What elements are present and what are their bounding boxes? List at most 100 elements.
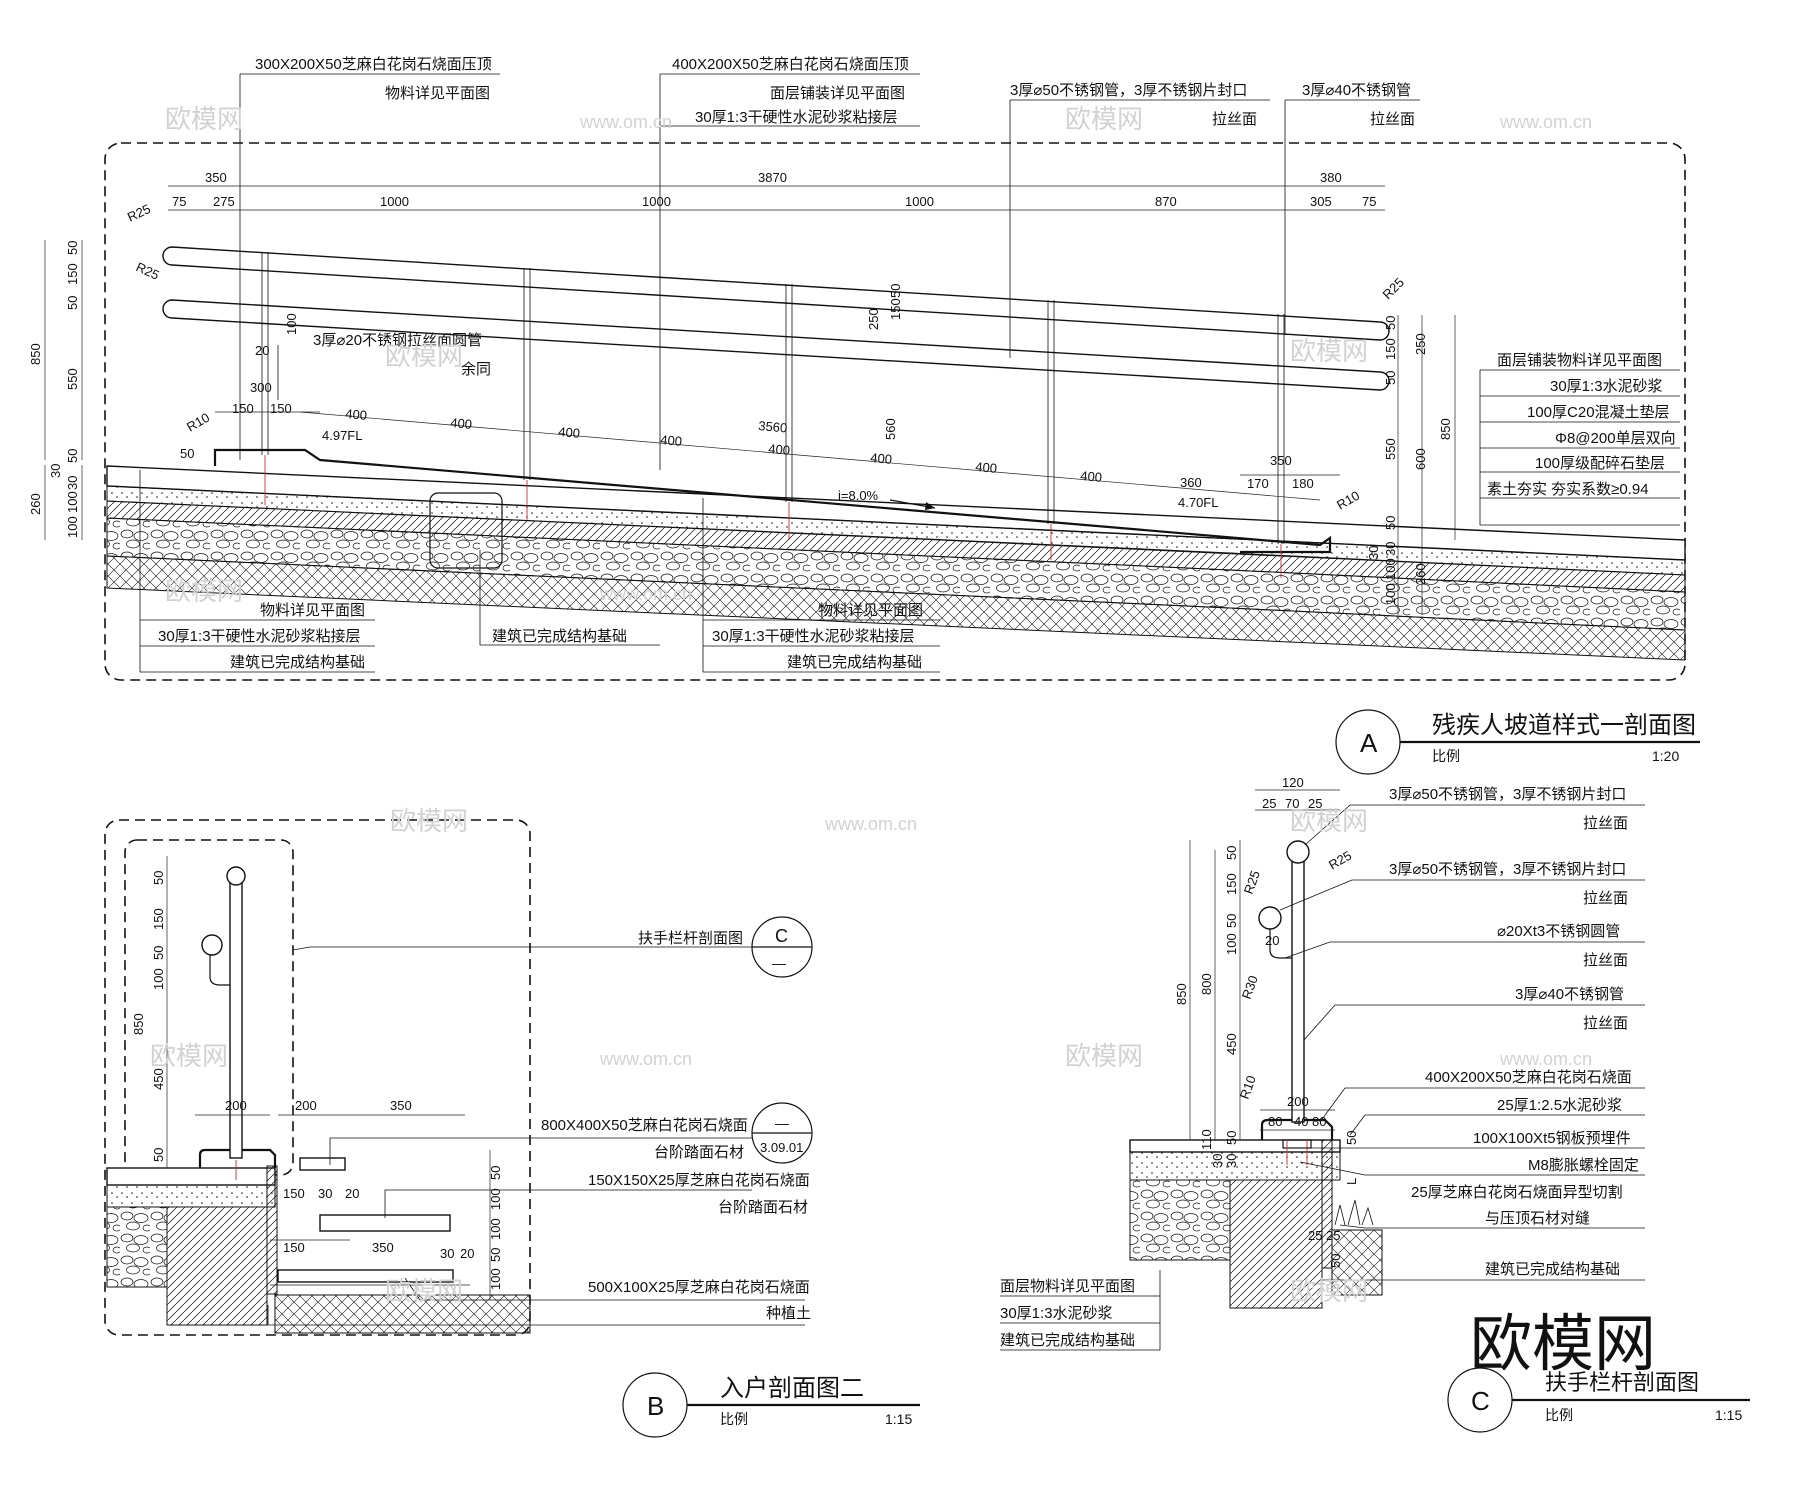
wm-2: 欧模网: [1065, 104, 1143, 134]
title-b-scale: 1:15: [885, 1411, 912, 1427]
c-dim-50a: 50: [1224, 846, 1239, 860]
soil-layer: [106, 555, 1686, 661]
b-lower-rail: [201, 934, 223, 956]
c-note-6: 25厚1:2.5水泥砂浆: [1497, 1096, 1622, 1114]
c-note-7: 100X100Xt5钢板预埋件: [1473, 1129, 1631, 1147]
c-dim-L: L: [1344, 1178, 1359, 1185]
wm-10: 欧模网: [385, 1276, 463, 1306]
wm-url-1: www.om.cn: [579, 112, 672, 132]
b-dim-150: 150: [151, 908, 166, 930]
c-mortar: [1129, 1151, 1341, 1181]
callout-3-line1: 3厚⌀50不锈钢管，3厚不锈钢片封口: [1010, 82, 1247, 99]
dim-sub-7: 305: [1310, 194, 1332, 209]
dim-small-360: 360: [1180, 475, 1202, 490]
b-rail-bracket: [209, 955, 230, 986]
section-a: 300X200X50芝麻白花岗石烧面压顶 物料详见平面图 400X200X50芝…: [28, 56, 1700, 775]
b-dim-30b: 30: [440, 1246, 454, 1261]
wm-6: 欧模网: [390, 806, 468, 836]
c-dim-20: 20: [1265, 933, 1279, 948]
wm-url-2: www.om.cn: [1499, 112, 1592, 132]
b-mortar: [106, 1184, 276, 1208]
c-post: [1291, 851, 1305, 1123]
b-step-3: [277, 1269, 454, 1283]
dim-sub-4: 1000: [642, 194, 671, 209]
slope-dim-7: 400: [975, 459, 998, 476]
bottom-right-note-1: 物料详见平面图: [818, 602, 923, 619]
c-note-2-line2: 拉丝面: [1583, 890, 1628, 907]
dim-sub-8: 75: [1362, 194, 1376, 209]
dim-right-100a: 100: [1383, 558, 1398, 580]
callout-1-line1: 300X200X50芝麻白花岗石烧面压顶: [255, 56, 492, 73]
title-a-scale: 1:20: [1652, 748, 1679, 764]
c-structure: [1229, 1179, 1323, 1309]
section-c: 120 25 70 25 50 150 50 100 850 800 450 1…: [1000, 775, 1750, 1433]
c-note-4-line2: 拉丝面: [1583, 1015, 1628, 1032]
dim-right-260: 260: [1413, 563, 1428, 585]
dim-left-550: 550: [65, 368, 80, 390]
dim-top-350: 350: [205, 170, 227, 185]
c-dim-25b: 25: [1308, 796, 1322, 811]
radius-r10-1: R10: [184, 410, 212, 435]
slope-dim-8: 400: [1080, 468, 1103, 485]
b-note-1-line2: 台阶踏面石材: [654, 1144, 744, 1161]
bottom-right-note-2: 30厚1:3干硬性水泥砂浆粘接层: [712, 627, 915, 645]
b-gravel: [106, 1206, 168, 1288]
c-dim-25d: 25: [1326, 1228, 1340, 1243]
b-ref-c-label: 扶手栏杆剖面图: [638, 930, 743, 947]
b-dim-50b: 50: [151, 946, 166, 960]
level-top: 4.97FL: [322, 428, 362, 443]
slope-label: i=8.0%: [838, 488, 879, 503]
callout-4-line1: 3厚⌀40不锈钢管: [1302, 82, 1411, 99]
wm-5: 欧模网: [165, 576, 243, 606]
wm-3: 欧模网: [385, 341, 463, 371]
handrail-posts: [261, 252, 1285, 578]
c-dim-200: 200: [1287, 1094, 1309, 1109]
c-dim-80a: 80: [1268, 1114, 1282, 1129]
right-note-1: 面层铺装物料详见平面图: [1497, 352, 1662, 369]
c-dim-25a: 25: [1262, 796, 1276, 811]
dim-left-50a: 50: [65, 241, 80, 255]
title-b-scale-label: 比例: [720, 1411, 748, 1427]
b-step-1: [299, 1157, 346, 1171]
callout-2-line2: 面层铺装详见平面图: [770, 85, 905, 102]
dim-mid-560: 560: [883, 418, 898, 440]
b-dim-r100b: 100: [488, 1218, 503, 1240]
callout-1-line2: 物料详见平面图: [385, 85, 490, 102]
c-dim-450: 450: [1224, 1033, 1239, 1055]
dim-small-170: 170: [1247, 476, 1269, 491]
slope-dim-total: 3560: [758, 418, 788, 435]
c-note-4-line1: 3厚⌀40不锈钢管: [1515, 986, 1624, 1003]
c-dim-800: 800: [1199, 973, 1214, 995]
c-dim-120: 120: [1282, 775, 1304, 790]
b-dim-50c: 50: [151, 1148, 166, 1162]
b-dim-200b: 200: [295, 1098, 317, 1113]
dim-left-260: 260: [28, 493, 43, 515]
c-note-3-line1: ⌀20Xt3不锈钢圆管: [1497, 923, 1620, 940]
right-note-5: 100厚级配碎石垫层: [1535, 455, 1665, 472]
wm-4: 欧模网: [1290, 336, 1368, 366]
dim-right-30b: 30: [1366, 546, 1381, 560]
b-dim-r50a: 50: [488, 1166, 503, 1180]
c-note-8: M8膨胀螺栓固定: [1528, 1157, 1639, 1174]
c-gravel: [1129, 1179, 1231, 1261]
c-dim-30a: 30: [1210, 1154, 1225, 1168]
wm-url-6: www.om.cn: [1499, 1049, 1592, 1069]
wm-8: 欧模网: [150, 1041, 228, 1071]
slope-dim-4: 400: [660, 432, 683, 449]
c-wall: [1321, 1139, 1333, 1269]
wm-7: 欧模网: [1290, 806, 1368, 836]
dim-right-250: 250: [1413, 333, 1428, 355]
title-a-scale-label: 比例: [1432, 748, 1460, 764]
b-top-rail: [226, 866, 246, 886]
dim-left-50b: 50: [65, 296, 80, 310]
c-radius-r25b: R25: [1241, 868, 1263, 896]
radius-r25-1: R25: [125, 201, 153, 225]
dim-sub-3: 1000: [380, 194, 409, 209]
c-note-10: 建筑已完成结构基础: [1485, 1261, 1620, 1278]
section-b: 50 150 50 100 850 450 50 200 200 350 150…: [104, 819, 920, 1438]
c-dim-25c: 25: [1308, 1228, 1322, 1243]
b-dim-450: 450: [151, 1068, 166, 1090]
dim-sub-2: 275: [213, 194, 235, 209]
dim-sub-5: 1000: [905, 194, 934, 209]
